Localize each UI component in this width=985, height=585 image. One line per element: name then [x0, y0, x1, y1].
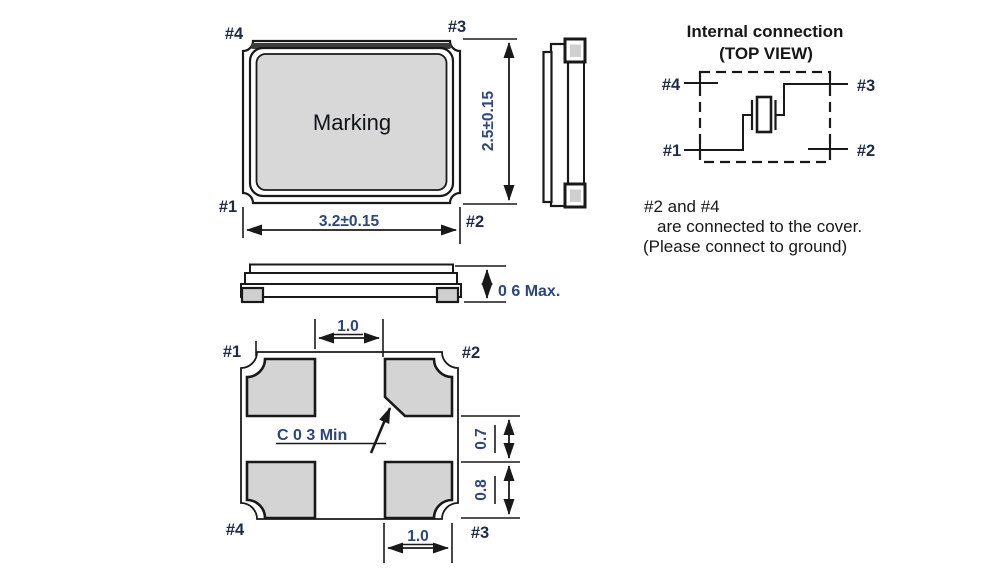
pin4-label: #4	[225, 25, 244, 43]
note-line-2: are connected to the cover.	[657, 217, 862, 236]
foot-right	[435, 286, 460, 304]
pin4-label: #4	[662, 76, 681, 94]
height-dim-value: 0 6 Max.	[498, 283, 560, 300]
pin1-wire	[684, 114, 752, 151]
pad-offset-dim-value: 0.8	[473, 479, 490, 501]
note-line-1: #2 and #4	[644, 197, 720, 216]
pad-3	[383, 460, 454, 520]
pin2-label: #2	[857, 142, 875, 160]
lid-profile	[542, 50, 553, 204]
pin2-label: #2	[462, 344, 480, 362]
lid-outer-outline	[248, 46, 455, 198]
height-dimension: 2.5±0.15	[463, 38, 517, 205]
pin3-label: #3	[448, 18, 466, 36]
package-bottom-view: #1 #2 #4 #3 1.0 1.0 0.7	[223, 318, 520, 563]
lid-cover	[255, 53, 448, 191]
internal-connection-diagram: Internal connection (TOP VIEW) #4 #3 #1 …	[643, 22, 875, 256]
note-line-3: (Please connect to ground)	[643, 237, 847, 256]
cover-dashed-outline	[698, 70, 832, 164]
width-dim-value: 3.2±0.15	[319, 213, 380, 230]
body-profile	[549, 42, 570, 208]
right-pad-dimensions: 0.7 0.8	[461, 415, 520, 519]
chamfer-callout: C 0 3 Min	[276, 407, 392, 454]
top-pad-dimension: 1.0	[255, 318, 384, 357]
base-slab	[240, 283, 462, 298]
marking-label: Marking	[313, 110, 391, 135]
body-slab	[244, 272, 458, 285]
schematic-subtitle: (TOP VIEW)	[719, 44, 813, 63]
pin4-label: #4	[226, 521, 245, 539]
width-dimension: 3.2±0.15	[242, 207, 461, 244]
package-side-view	[542, 37, 587, 209]
pad-4	[245, 460, 317, 520]
pin1-label: #1	[663, 142, 681, 160]
pin2-label: #2	[466, 213, 484, 231]
terminal-top-pad	[570, 44, 581, 57]
ground-note: #2 and #4 are connected to the cover. (P…	[643, 197, 862, 256]
pin3-label: #3	[857, 77, 875, 95]
bottom-pad-dimension: 1.0	[383, 523, 453, 563]
pin1-label: #1	[219, 198, 237, 216]
crystal-body	[755, 95, 773, 134]
pad-height-dim-value: 0.7	[473, 428, 490, 450]
height-dim-value: 2.5±0.15	[480, 91, 497, 152]
foot-left	[240, 286, 265, 304]
top-dim-value: 1.0	[337, 318, 359, 335]
crystal-symbol	[750, 95, 777, 134]
package-front-view: 0 6 Max.	[240, 263, 560, 304]
lid-slab	[249, 263, 454, 274]
pad-2	[383, 357, 454, 418]
terminal-column	[566, 41, 585, 208]
package-top-view: Marking #4 #3 #1 #2 3.2±0.15 2.5±0.15	[219, 18, 517, 244]
chamfer-note: C 0 3 Min	[277, 427, 347, 444]
schematic-title: Internal connection	[687, 22, 844, 41]
pad-1	[245, 357, 317, 418]
pin1-label: #1	[223, 343, 241, 361]
pin3-wire	[775, 83, 848, 116]
bottom-dim-value: 1.0	[407, 528, 429, 545]
callout-arrow	[369, 407, 392, 454]
height-dimension: 0 6 Max.	[455, 265, 560, 303]
pin3-label: #3	[471, 524, 489, 542]
terminal-bottom-pad	[570, 189, 581, 202]
